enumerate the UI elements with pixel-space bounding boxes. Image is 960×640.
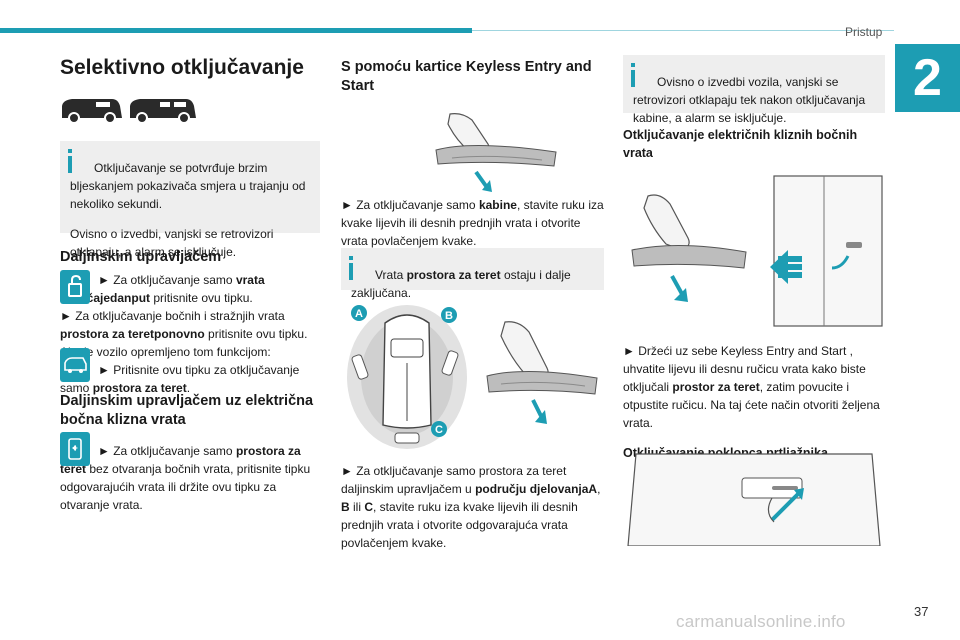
column-2-zones: ► Za otključavanje samo prostora za tere… [341,462,606,552]
unlock-key-icon [60,270,90,304]
zone-b-badge: B [441,307,457,323]
column-3-sliding-text: ► Držeći uz sebe Keyless Entry and Start… [623,342,885,462]
info-icon [68,149,72,173]
van-long-icon [130,99,196,124]
hand-door-handle-illustration-2 [486,321,598,424]
chapter-number: 2 [913,49,942,107]
sliding-door-key-icon [60,432,90,466]
svg-text:C: C [435,424,443,436]
para-zones-unlock: ► Za otključavanje samo prostora za tere… [341,464,601,550]
hand-door-handle-illustration [435,113,557,192]
para-keyless-sliding: ► Držeći uz sebe Keyless Entry and Start… [623,344,880,430]
column-1-sliding: Daljinskim upravljačem uz električna boč… [60,392,322,514]
column-1-remote: Daljinskim upravljačem ► Za otključavanj… [60,248,322,397]
para-cargo: ► Za otključavanje bočnih i stražnjih vr… [60,309,308,341]
key-fob-icon [394,432,420,444]
info-box-confirmation: Otključavanje se potvrđuje brzim bljeska… [60,141,320,259]
header-accent-bar [0,28,472,33]
info-icon [349,256,353,280]
zone-c-badge: C [431,421,447,437]
info-box-cargo-locked: Vrata prostora za teret ostaju i dalje z… [341,248,604,300]
page-number: 37 [914,604,929,619]
chapter-tab: 2 [895,44,960,112]
heading-electric-sliding: Otključavanje električnih kliznih bočnih… [623,128,858,160]
page-title: Selektivno otključavanje [60,56,304,79]
para-cab-unlock: ► Za otključavanje samo kabine, stavite … [341,198,604,248]
key-fob-icon [351,354,369,380]
section-title: Pristup [845,25,883,39]
para-cargo-only: ► Pritisnite ovu tipku za otključavanje … [60,363,300,395]
sliding-door-illustration [631,175,883,327]
header-rule [472,30,894,31]
heading-keyless: S pomoću kartice Keyless Entry and Start [341,59,592,94]
column-2-keyless-heading: S pomoću kartice Keyless Entry and Start [341,58,606,96]
info-box-mirrors: Ovisno o izvedbi vozila, vanjski se retr… [623,55,885,125]
tailgate-illustration [627,453,881,546]
zones-diagram: A B C [347,305,467,449]
column-3-sliding-heading: Otključavanje električnih kliznih bočnih… [623,126,885,162]
para-equipped: Ako je vozilo opremljeno tom funkcijom: [60,345,271,359]
cargo-van-key-icon [60,348,90,382]
svg-text:B: B [445,310,453,322]
heading-remote: Daljinskim upravljačem [60,249,222,265]
para-driver-door: ► Za otključavanje samo vrata vozačajeda… [60,273,265,305]
heading-remote-sliding: Daljinskim upravljačem uz električna boč… [60,393,314,428]
van-icons [62,99,196,124]
svg-text:A: A [355,308,363,320]
para-sliding-cargo: ► Za otključavanje samo prostora za tere… [60,444,311,512]
column-2-cab: ► Za otključavanje samo kabine, stavite … [341,196,606,250]
watermark: carmanualsonline.info [676,612,846,631]
zone-a-badge: A [351,305,367,321]
van-short-icon [62,99,122,124]
info-icon [631,63,635,87]
key-fob-icon [441,350,459,376]
